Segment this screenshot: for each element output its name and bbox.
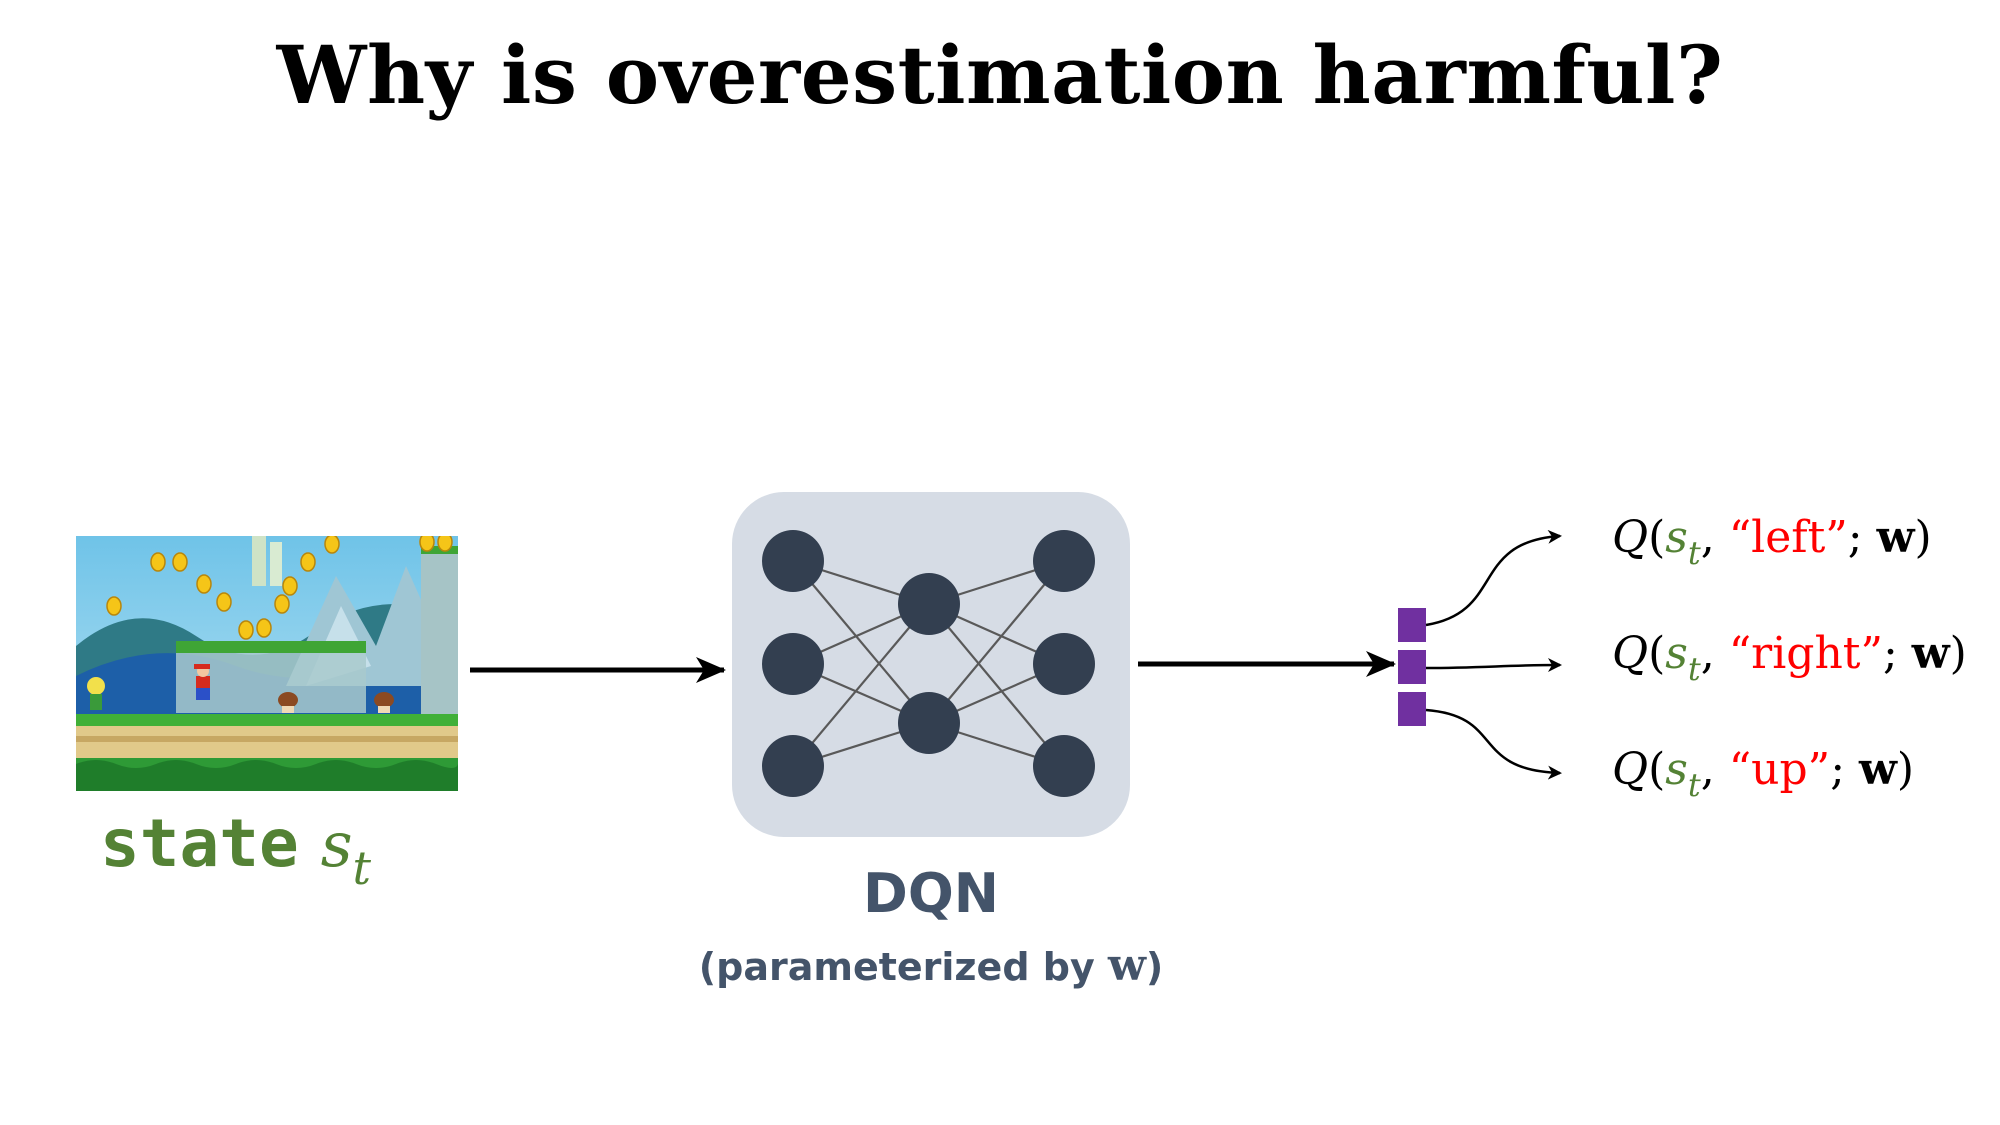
output-node [1033,530,1095,592]
input-node [762,633,824,695]
curve-arrow-left [1425,529,1562,627]
dqn-title: DQN [863,862,999,925]
output-cell-left [1398,608,1426,642]
state-symbol: st [320,808,372,895]
hidden-node [898,692,960,754]
q-value-up: Q(st, “up”; w) [1612,744,1915,804]
output-cell-up [1398,692,1426,726]
action-right: “right” [1728,628,1883,679]
q-value-left: Q(st, “left”; w) [1612,512,1932,572]
curve-arrow-right [1425,658,1562,673]
output-cell-right [1398,650,1426,684]
game-screenshot [76,536,458,791]
input-node [762,530,824,592]
dqn-subtitle: (parameterized by w) [698,940,1164,991]
output-node [1033,735,1095,797]
q-value-right: Q(st, “right”; w) [1612,628,1967,688]
curve-arrow-up [1425,708,1562,780]
hidden-node [898,573,960,635]
action-up: “up” [1728,744,1831,795]
state-word: state [100,805,299,882]
input-node [762,735,824,797]
action-left: “left” [1728,512,1848,563]
output-node [1033,633,1095,695]
slide-title: Why is overestimation harmful? [276,28,1724,122]
